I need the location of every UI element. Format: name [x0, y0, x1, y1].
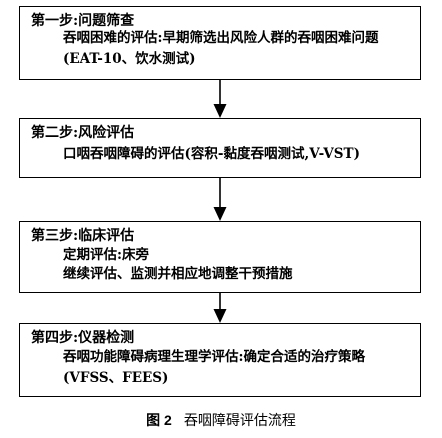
- figure-label: 图 2: [146, 412, 172, 428]
- step-4-line-1: 吞咽功能障碍病理生理学评估:确定合适的治疗策略: [63, 349, 365, 365]
- step-2-title: 第二步:风险评估: [31, 125, 135, 141]
- step-3-box: 第三步:临床评估 定期评估:床旁 继续评估、监测并相应地调整干预措施: [19, 221, 421, 293]
- step-2-line-1: 口咽吞咽障碍的评估(容积-黏度吞咽测试,V-VST): [63, 146, 360, 162]
- step-1-line-1: 吞咽困难的评估:早期筛选出风险人群的吞咽困难问题: [63, 30, 379, 46]
- step-4-line-2: (VFSS、FEES): [63, 370, 169, 386]
- arrow-step3-to-step4: [213, 293, 227, 323]
- figure-title: 吞咽障碍评估流程: [183, 413, 296, 429]
- step-2-box: 第二步:风险评估 口咽吞咽障碍的评估(容积-黏度吞咽测试,V-VST): [19, 118, 421, 178]
- step-1-box: 第一步:问题筛查 吞咽困难的评估:早期筛选出风险人群的吞咽困难问题 (EAT-1…: [19, 6, 421, 80]
- step-3-line-2: 继续评估、监测并相应地调整干预措施: [63, 266, 293, 282]
- step-4-title: 第四步:仪器检测: [31, 330, 135, 346]
- step-4-box: 第四步:仪器检测 吞咽功能障碍病理生理学评估:确定合适的治疗策略 (VFSS、F…: [19, 323, 421, 397]
- step-3-title: 第三步:临床评估: [31, 228, 135, 244]
- figure-caption: 图 2 吞咽障碍评估流程: [0, 410, 442, 431]
- step-1-line-2: (EAT-10、饮水测试): [63, 51, 196, 67]
- arrow-step2-to-step3: [213, 178, 227, 221]
- step-3-line-1: 定期评估:床旁: [63, 247, 149, 263]
- arrow-step1-to-step2: [213, 80, 227, 118]
- step-1-title: 第一步:问题筛查: [31, 13, 135, 29]
